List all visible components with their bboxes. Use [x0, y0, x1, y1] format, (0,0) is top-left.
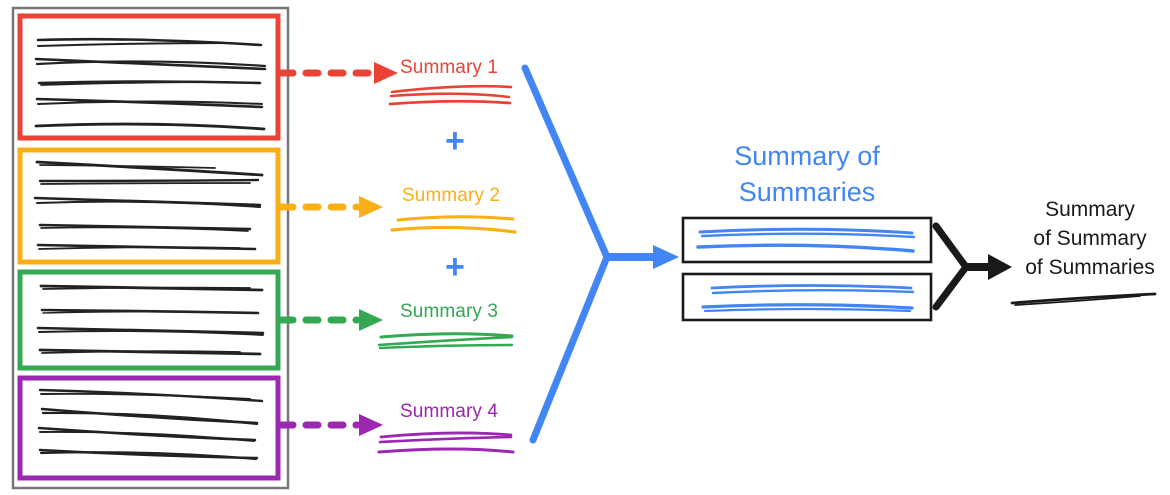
summary-4-label: Summary 4: [400, 401, 499, 422]
sos-title-line-1: Summary of: [734, 141, 880, 171]
summary-4-lines: [377, 431, 515, 454]
chunk-1-box[interactable]: [17, 13, 281, 141]
summary-1-label: Summary 1: [400, 57, 499, 78]
chunk-4-text-lines: [37, 388, 264, 461]
sos-box-2-lines: [701, 284, 915, 313]
sos-box-1-lines: [696, 227, 916, 253]
merge-arrow-summaries-head: [653, 245, 679, 269]
summary-2-label: Summary 2: [402, 185, 501, 206]
final-title-line-2: of Summary: [1033, 227, 1147, 250]
summary-of-summaries-title: Summary of Summaries: [687, 138, 927, 210]
summary-3-label: Summary 3: [400, 301, 499, 322]
final-title-line-3: of Summaries: [1025, 256, 1155, 279]
summary-1-lines: [388, 84, 513, 106]
chunk-2-text-lines: [33, 160, 264, 251]
chunk-3-text-lines: [36, 284, 265, 356]
dashed-arrow-chunk-3: [277, 309, 383, 331]
final-title-line-1: Summary: [1045, 198, 1135, 221]
final-output-line: [1010, 292, 1157, 306]
plus-operator-1: +: [445, 122, 465, 160]
dashed-arrow-chunk-1: [277, 62, 398, 84]
dashed-arrow-chunk-2: [277, 196, 383, 218]
sos-box-2[interactable]: [681, 272, 933, 322]
merge-arrow-summaries: [521, 64, 659, 444]
final-output-title: Summary of Summary of Summaries: [1000, 195, 1170, 282]
plus-operator-2: +: [445, 248, 465, 286]
merge-arrow-final: [932, 222, 994, 311]
summary-3-lines: [377, 332, 514, 350]
merge-arrow-final-head: [988, 254, 1012, 280]
sos-box-1[interactable]: [681, 216, 933, 264]
summary-2-lines: [390, 215, 517, 234]
sos-title-line-2: Summaries: [738, 177, 876, 207]
dashed-arrow-chunk-4: [277, 414, 383, 436]
chunk-1-text-lines: [34, 37, 267, 131]
